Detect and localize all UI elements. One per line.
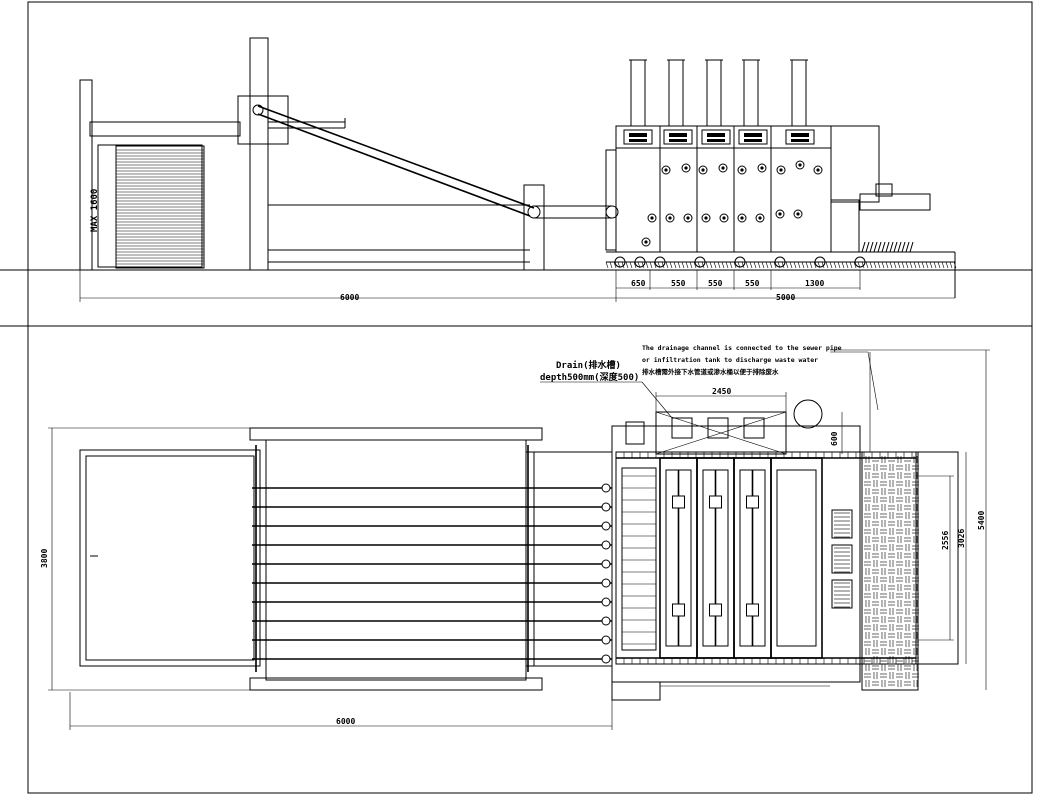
drain-length: 2450 [712,387,731,396]
side-view: MAX 1600 [79,37,957,302]
printer-machine-plan [611,425,959,701]
width-2556: 2556 [941,531,950,550]
dim-550-a: 550 [671,279,686,288]
dim-550-c: 550 [745,279,760,288]
printer-machine-side [605,59,957,298]
vent-grille [831,579,853,609]
control-panel [663,129,693,145]
rail-wheel [634,256,646,268]
exhaust-stack [668,59,684,127]
exhaust-stack [743,59,759,127]
channel-note-cn: 排水槽需外接下水管道或渗水桶以便于排除废水 [642,367,779,376]
dim-550-b: 550 [708,279,723,288]
vent-grille [831,544,853,574]
channel-note-en-1: The drainage channel is connected to the… [642,344,842,352]
drain-width: 600 [830,431,839,446]
side-dimensions: 6000 650 550 550 550 1300 5000 [79,270,955,302]
rail-wheel [654,256,666,268]
paper-stack [115,145,205,269]
rail-wheel [854,256,866,268]
exhaust-stack [706,59,722,127]
side-overall-length: 6000 [340,293,359,302]
width-5400: 5400 [977,511,986,530]
plan-view: Drain(排水槽) depth500mm(深度500) The drainag… [40,344,990,730]
channel-note-en-2: or infiltration tank to discharge waste … [642,356,818,364]
control-panel [785,129,815,145]
exhaust-stack [630,59,646,127]
rail-wheel [814,256,826,268]
feeder-table-plan [79,427,613,691]
rail-wheel [734,256,746,268]
control-panel [623,129,653,145]
drawing-frame [27,1,1033,794]
delivery-section [831,451,959,691]
rail-wheel [774,256,786,268]
dim-650: 650 [631,279,646,288]
exhaust-stack [791,59,807,127]
machine-length: 5000 [776,293,795,302]
feeder-width: 3800 [40,549,49,568]
plan-overall-length: 6000 [336,717,355,726]
rail-wheel [694,256,706,268]
rail-wheel [614,256,626,268]
control-panel [738,129,768,145]
max-height-label: MAX 1600 [90,189,100,232]
control-panel [701,129,731,145]
drain-depth: depth500mm(深度500) [540,371,639,383]
drain-label: Drain(排水槽) [556,359,621,371]
stacker-frame [79,37,619,271]
drain-channel [540,349,990,690]
vent-grille [831,509,853,539]
plan-dimensions [48,427,967,730]
width-3026: 3026 [957,529,966,548]
dim-1300: 1300 [805,279,824,288]
print-unit [770,457,823,659]
